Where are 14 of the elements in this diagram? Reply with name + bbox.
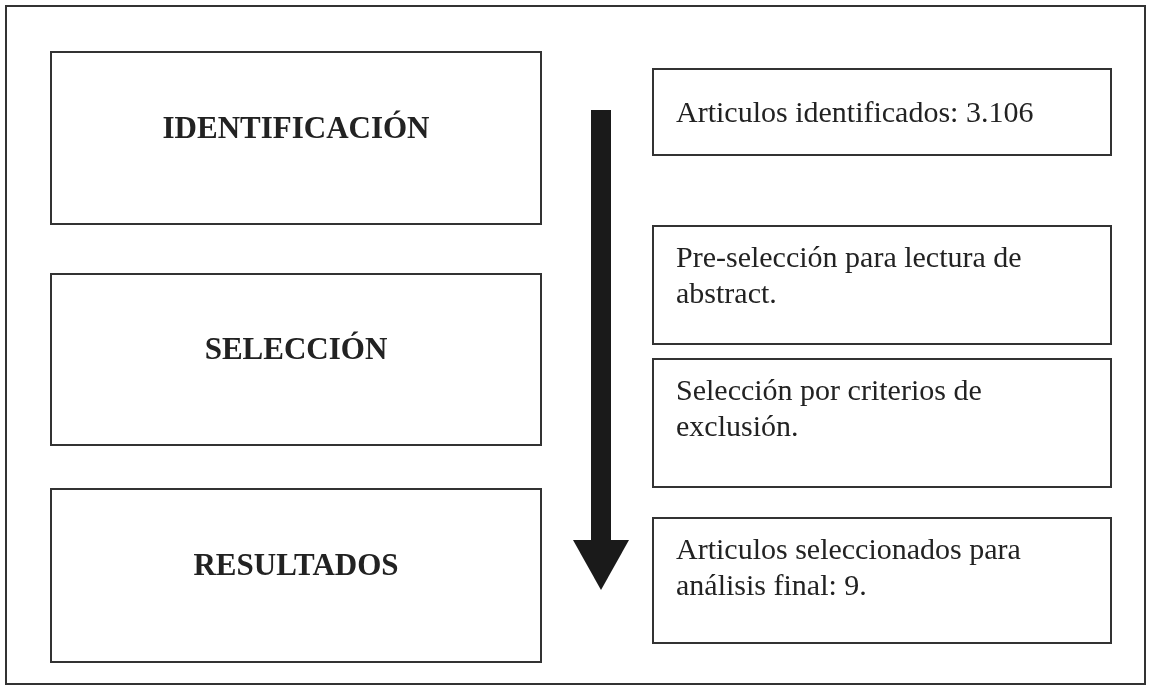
step-text: Selección por criterios de exclusión. [676,372,983,444]
step-box [652,358,1112,488]
step-box [652,225,1112,345]
step-text: Pre-selección para lectura de abstract. [676,239,1023,311]
stage-title: IDENTIFICACIÓN [162,108,430,147]
step-text: Articulos seleccionados para análisis final: 9. [676,531,1022,603]
stage-box [50,51,542,225]
stage-title: RESULTADOS [193,546,399,585]
step-text: Articulos identificados: 3.106 [676,94,1035,130]
stage-box [50,488,542,663]
step-box [652,68,1112,156]
step-box [652,517,1112,644]
stage-title: SELECCIÓN [204,330,388,369]
stage-box [50,273,542,446]
